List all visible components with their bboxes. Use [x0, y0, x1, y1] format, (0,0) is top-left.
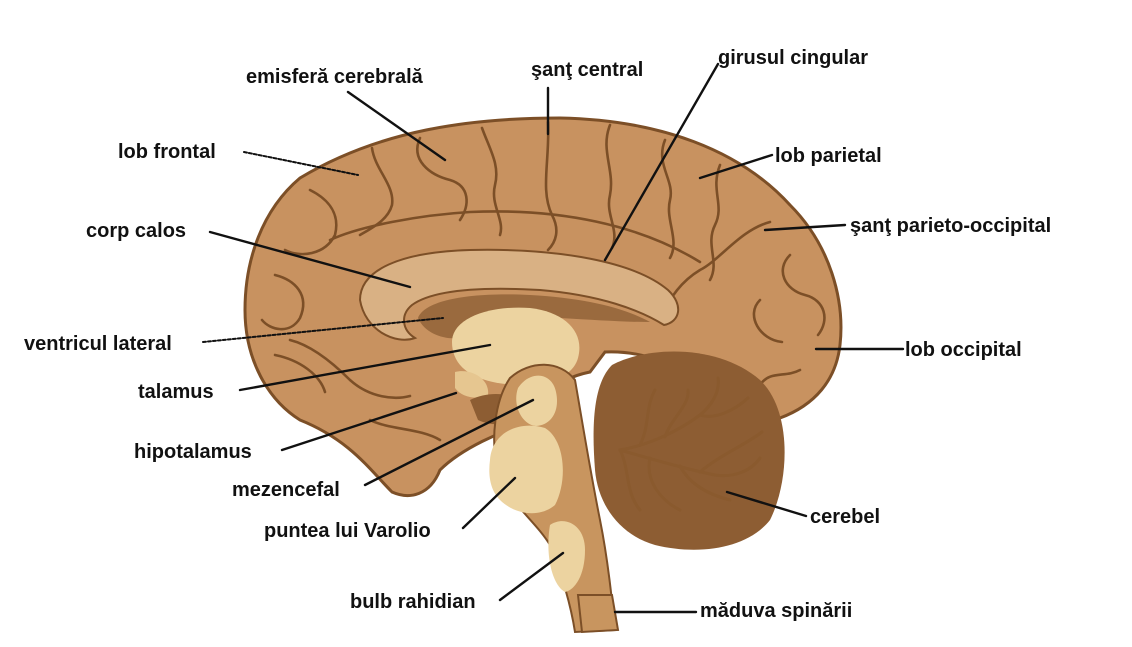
label-cerebellum: cerebel: [810, 506, 880, 528]
label-parietal-lobe: lob parietal: [775, 145, 882, 167]
label-pons: puntea lui Varolio: [264, 520, 431, 542]
brain-illustration: [243, 116, 843, 634]
cerebellum-shape: [593, 351, 785, 550]
pons-shape: [489, 425, 563, 514]
leader-lob-parietal: [698, 153, 774, 180]
label-spinal-cord: măduva spinării: [700, 600, 852, 622]
leader-hipotalamus: [280, 391, 458, 452]
leader-girus: [603, 62, 720, 262]
gyri-lines: [260, 120, 826, 442]
leader-bulb: [498, 551, 565, 602]
corpus-callosum-shape: [358, 248, 679, 341]
arbor-vitae-lines: [618, 376, 764, 512]
leader-puntea: [461, 476, 517, 530]
leader-lob-frontal: [243, 151, 359, 176]
leader-lines: [202, 62, 905, 614]
hypothalamus-shape: [455, 371, 489, 398]
label-frontal-lobe: lob frontal: [118, 141, 216, 163]
label-cingulate-gyrus: girusul cingular: [718, 47, 868, 69]
leader-emisfera: [346, 90, 447, 162]
label-medulla: bulb rahidian: [350, 591, 476, 613]
label-hypothalamus: hipotalamus: [134, 441, 252, 463]
leader-corp-calos: [208, 230, 412, 289]
label-cerebral-hemisphere: emisferă cerebrală: [246, 66, 424, 88]
leader-sant-parieto: [763, 223, 847, 232]
label-midbrain: mezencefal: [232, 479, 340, 501]
spinal-cord-shape: [576, 594, 620, 634]
labels: emisferă cerebrală şanţ central girusul …: [24, 47, 1051, 622]
leader-ventricul: [202, 317, 444, 343]
label-central-sulcus: şanţ central: [531, 59, 643, 81]
leader-cerebel: [725, 490, 808, 518]
label-parieto-occipital-sulcus: şanţ parieto-occipital: [850, 215, 1051, 237]
midbrain-shape: [516, 375, 558, 426]
medulla-shape: [548, 521, 585, 592]
leader-talamus: [238, 343, 492, 392]
label-thalamus: talamus: [138, 381, 214, 403]
label-corpus-callosum: corp calos: [86, 220, 186, 242]
label-occipital-lobe: lob occipital: [905, 339, 1022, 361]
label-lateral-ventricle: ventricul lateral: [24, 333, 172, 355]
leader-mezencefal: [363, 398, 535, 487]
